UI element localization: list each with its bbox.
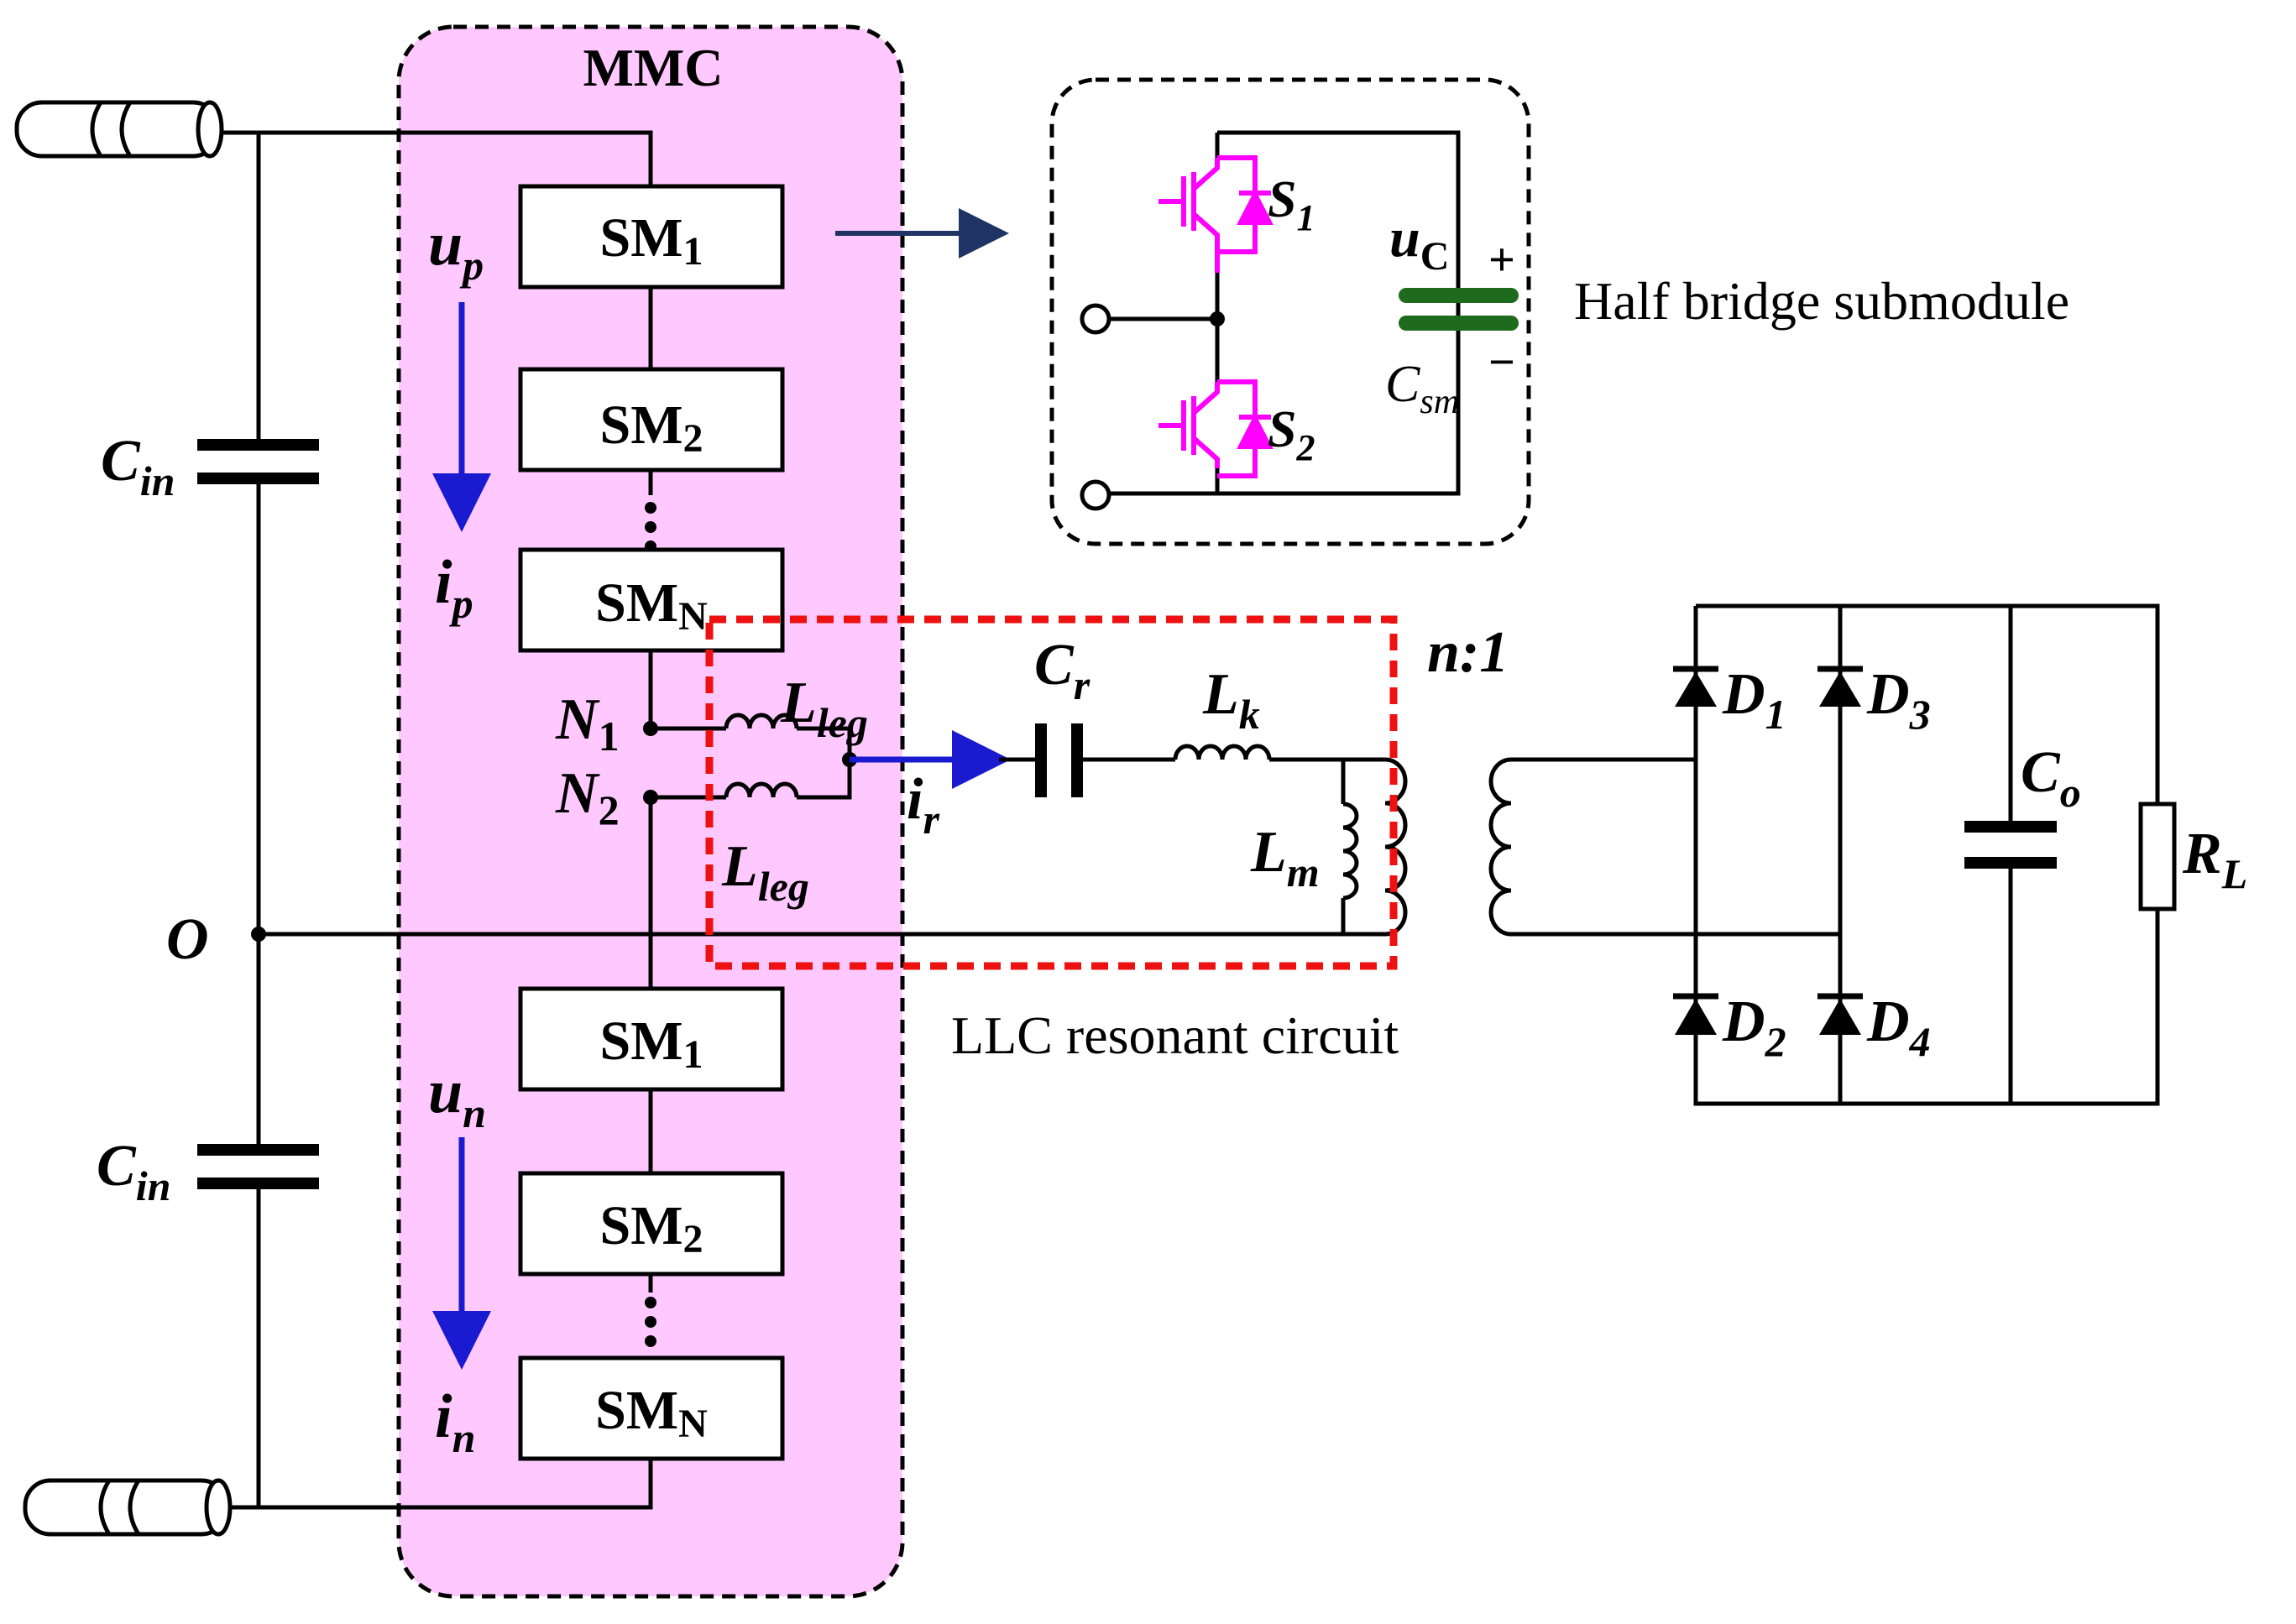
svg-text:SM2: SM2 [600,1195,703,1261]
label-lm: Lm [1250,820,1320,896]
capacitor-icon [197,1144,319,1189]
capacitor-icon [1399,288,1519,331]
resistor-icon [2138,802,2177,1104]
upper-sm1: SM1 [518,184,785,290]
diode-icon [1673,993,1718,1035]
dc-bus-wires [222,130,1358,1510]
label-rl: RL [2182,822,2247,897]
label-lk: Lk [1202,662,1260,738]
diode-icon [1817,666,1863,707]
label-minus: − [1488,337,1515,389]
label-cin-top: Cin [101,429,175,504]
label-uc: uC [1389,207,1449,279]
inductor-icon [724,781,799,798]
label-up: up [428,210,484,289]
rectifier-output [1673,603,2177,1106]
label-n1: N1 [555,687,620,760]
label-ir: ir [907,767,939,843]
capacitor-icon [1964,821,2057,869]
svg-text:SM2: SM2 [600,394,703,461]
lower-sm2: SM2 [518,1171,785,1277]
label-lleg-bottom: Lleg [721,834,809,910]
lower-sm1: SM1 [518,986,785,1092]
dots-icon [645,502,656,552]
label-cin-bottom: Cin [97,1134,170,1209]
dots-icon [645,1297,656,1347]
lower-arm: SM1 SM2 SMN [518,797,785,1461]
label-un: un [428,1057,486,1136]
half-bridge-submodule [1049,77,1531,546]
submodule-caption: Half bridge submodule [1574,271,2069,331]
label-o: O [166,907,209,972]
inductor-icon [724,713,799,729]
lower-smn: SMN [518,1355,785,1461]
transformer-icon [1384,757,1840,937]
diode-icon [1817,993,1863,1035]
dc-cable-icon [23,1478,233,1537]
upper-arm: SM1 SM2 SMN [518,184,785,728]
svg-text:SMN: SMN [595,1380,708,1446]
svg-text:SMN: SMN [595,572,708,639]
diode-icon [1673,666,1718,707]
inductor-icon [1342,802,1359,901]
inductor-icon [1173,744,1272,760]
llc-region [705,615,1398,970]
label-plus: + [1488,234,1515,286]
label-d2: D2 [1722,990,1786,1065]
label-in: in [435,1382,475,1461]
upper-smn: SMN [518,547,785,653]
label-csm: Csm [1385,356,1459,421]
llc-caption: LLC resonant circuit [951,1005,1399,1065]
label-ip: ip [435,548,473,627]
svg-text:SM1: SM1 [600,1010,703,1077]
label-d3: D3 [1866,662,1931,738]
resonant-tank [999,723,1385,937]
igbt-icon [1158,379,1274,478]
label-lleg-top: Lleg [780,671,868,746]
label-cr: Cr [1034,633,1090,708]
node-o [251,927,266,942]
mmc-title: MMC [583,38,723,97]
label-n2: N2 [555,761,620,833]
upper-sm2: SM2 [518,367,785,473]
svg-text:SM1: SM1 [600,207,703,274]
igbt-icon [1158,155,1274,273]
label-co: Co [2021,740,2081,816]
label-turns-ratio: n:1 [1427,620,1509,685]
label-d4: D4 [1866,990,1931,1065]
capacitor-icon [1035,723,1083,797]
label-s2: S2 [1268,401,1315,468]
dc-cable-icon [14,100,224,159]
capacitor-icon [197,439,319,484]
label-d1: D1 [1722,662,1786,738]
label-s1: S1 [1268,171,1315,238]
